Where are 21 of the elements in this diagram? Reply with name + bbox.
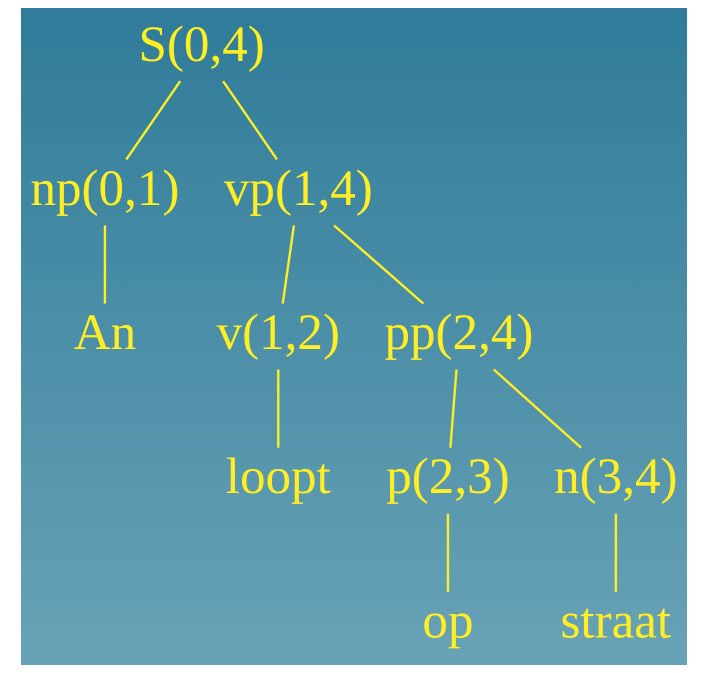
connector — [282, 225, 296, 304]
connector — [222, 80, 278, 160]
node-text: vp(1,4) — [224, 160, 373, 217]
node-text: S(0,4) — [138, 16, 265, 73]
connector — [492, 368, 582, 449]
node-text: v(1,2) — [216, 304, 340, 362]
connector — [449, 369, 458, 448]
node-text: straat — [560, 592, 672, 650]
connector — [614, 514, 618, 592]
node-text: np(0,1) — [30, 160, 180, 217]
node-text: n(3,4) — [554, 448, 678, 506]
node-text: pp(2,4) — [384, 304, 534, 362]
connector — [125, 80, 182, 160]
node-text: loopt — [226, 448, 331, 506]
node-text: An — [74, 304, 136, 362]
node-text: p(2,3) — [386, 448, 510, 506]
node-text: op — [422, 592, 474, 650]
connector — [446, 514, 450, 592]
connector — [104, 225, 106, 304]
connector — [333, 224, 424, 304]
connector — [277, 370, 280, 448]
